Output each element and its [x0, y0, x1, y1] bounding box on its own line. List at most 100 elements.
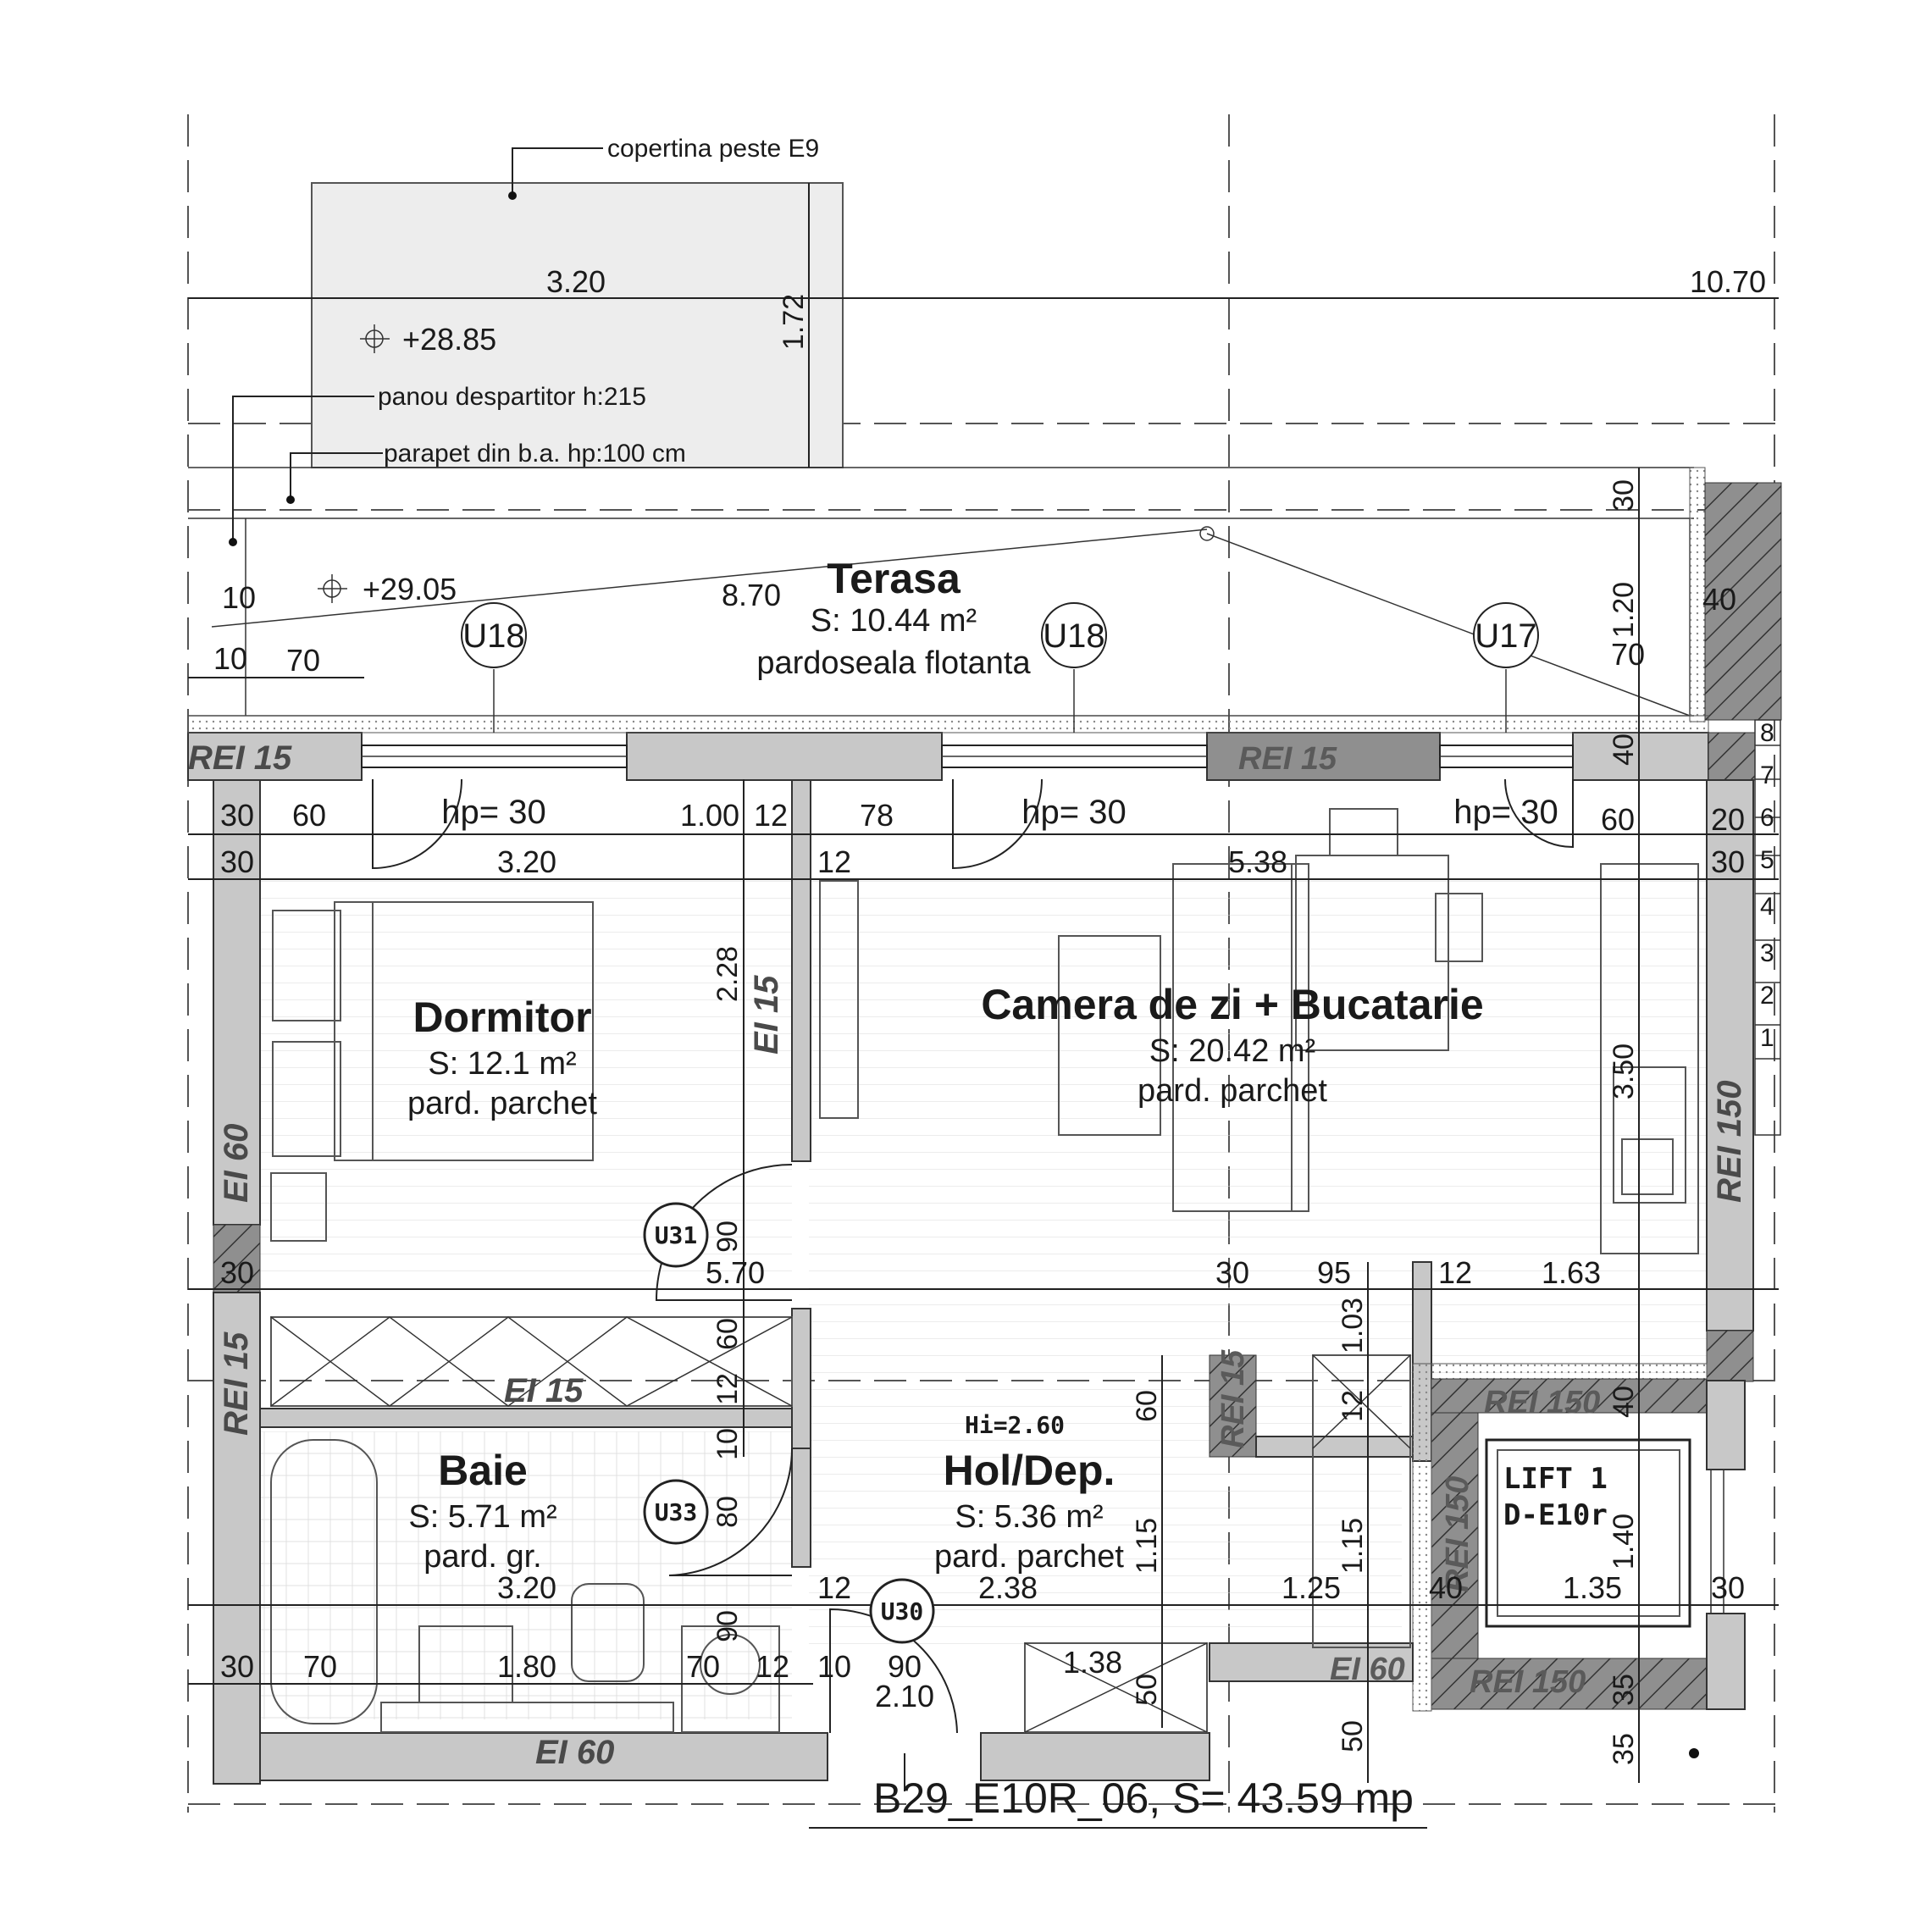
room-terasa-floor: pardoseala flotanta: [756, 645, 1031, 681]
dim-10-a: 10: [222, 580, 256, 615]
dim-140: 1.40: [1608, 1514, 1640, 1569]
dim-40-lift: 40: [1608, 1386, 1640, 1418]
window-tag-u18-b: U18: [1043, 617, 1104, 655]
dim-35-b: 35: [1608, 1733, 1640, 1765]
dim-135: 1.35: [1563, 1570, 1622, 1605]
dim-100: 1.00: [680, 798, 739, 833]
lift-car: [1485, 1438, 1724, 1628]
lift-label-2: D-E10r: [1503, 1498, 1608, 1532]
dim-30-f: 30: [1711, 1570, 1745, 1605]
sill-height-3: hp= 30: [1453, 794, 1558, 831]
walls: [187, 715, 1756, 1785]
window-tags: U18 U18 U17: [461, 602, 1539, 733]
door-tag-u30: U30: [881, 1597, 924, 1625]
room-terasa-area: S: 10.44 m²: [811, 603, 977, 639]
dim-10-c: 10: [711, 1428, 744, 1460]
dim-50-a: 50: [1131, 1674, 1163, 1706]
level-terrace: +29.05: [363, 572, 457, 606]
dim-12-g: 12: [756, 1649, 789, 1684]
room-hol-name: Hol/Dep.: [944, 1447, 1115, 1494]
doors: [372, 778, 1574, 1734]
note-parapet: parapet din b.a. hp:100 cm: [384, 440, 686, 468]
window-tag-u17: U17: [1475, 617, 1536, 655]
dim-238: 2.38: [978, 1570, 1038, 1605]
room-hol-floor: pard. parchet: [934, 1539, 1124, 1575]
dim-70-terr-l: 70: [286, 643, 320, 678]
dim-95: 95: [1317, 1255, 1351, 1290]
dim-538: 5.38: [1228, 844, 1287, 879]
door-tags: U31 U33 U30: [643, 1202, 935, 1644]
parapet-right-core: [1704, 482, 1782, 721]
dim-30-e: 30: [1215, 1255, 1249, 1290]
dim-320-bed: 3.20: [497, 844, 556, 879]
note-leaders: [229, 147, 1699, 1758]
note-panel: panou despartitor h:215: [378, 383, 646, 411]
fire-ei60-hall: EI 60: [1330, 1652, 1405, 1687]
fire-ei15-bath: EI 15: [504, 1372, 584, 1409]
room-hol-height: Hi=2.60: [965, 1411, 1065, 1439]
dim-90-a: 90: [711, 1221, 744, 1253]
dim-40-terr: 40: [1702, 582, 1736, 617]
dim-90-b: 90: [711, 1610, 744, 1642]
fire-ei15-partition: EI 15: [748, 975, 785, 1055]
furniture: [270, 808, 1699, 1733]
level-canopy: +28.85: [402, 322, 496, 357]
dim-35-a: 35: [1608, 1674, 1640, 1706]
room-baie-floor: pard. gr.: [423, 1539, 541, 1575]
dim-350: 3.50: [1608, 1044, 1640, 1099]
dim-50-b: 50: [1337, 1720, 1369, 1752]
sill-height-2: hp= 30: [1021, 794, 1126, 831]
dimension-texts: 3.20 10.70 1.72 30 1.20 40 8.70 10 10 70…: [213, 264, 1766, 1765]
dim-30-g: 30: [220, 1649, 254, 1684]
dimension-lines: [188, 183, 1779, 1829]
dim-115-a: 1.15: [1131, 1518, 1163, 1574]
dim-120: 1.20: [1608, 582, 1640, 638]
fire-rei150-east: REI 150: [1711, 1080, 1748, 1203]
door-tag-u31: U31: [655, 1221, 698, 1249]
stair-step-2: 2: [1760, 982, 1774, 1010]
dim-10-b: 10: [213, 641, 247, 676]
floor-living: [809, 881, 1707, 1389]
dim-12-b: 12: [817, 844, 851, 879]
room-baie-area: S: 5.71 m²: [408, 1499, 556, 1535]
dim-30-a: 30: [220, 798, 254, 833]
dim-60-b: 60: [1601, 802, 1635, 837]
dim-180: 1.80: [497, 1649, 556, 1684]
dim-1070: 10.70: [1690, 264, 1766, 299]
room-terasa-name: Terasa: [827, 555, 961, 602]
dim-40-b: 40: [1429, 1570, 1463, 1605]
stair-step-8: 8: [1760, 719, 1774, 747]
stair-step-4: 4: [1760, 893, 1774, 921]
dim-870: 8.70: [722, 578, 781, 612]
fire-rei150-lift-left: REI 150: [1440, 1476, 1475, 1592]
sill-height-1: hp= 30: [441, 794, 545, 831]
fire-rei15-hall: REI 15: [1215, 1349, 1251, 1448]
room-dormitor-area: S: 12.1 m²: [428, 1046, 576, 1082]
dim-138: 1.38: [1063, 1645, 1122, 1680]
dim-125: 1.25: [1282, 1570, 1341, 1605]
dim-80: 80: [711, 1496, 744, 1528]
fire-rei150-lift-top: REI 150: [1484, 1385, 1600, 1420]
room-baie-name: Baie: [438, 1447, 528, 1494]
door-tag-u33: U33: [655, 1498, 698, 1526]
dim-320-bath: 3.20: [497, 1570, 556, 1605]
dim-12-a: 12: [754, 798, 788, 833]
dim-30-c: 30: [1711, 844, 1745, 879]
dim-570: 5.70: [706, 1255, 765, 1290]
fire-rei150-lift-bottom: REI 150: [1470, 1664, 1586, 1700]
dim-70-b: 70: [686, 1649, 720, 1684]
fire-rei15-n: REI 15: [1238, 741, 1337, 777]
dim-10-d: 10: [817, 1649, 851, 1684]
dim-30-b: 30: [220, 844, 254, 879]
room-dormitor-name: Dormitor: [412, 994, 591, 1041]
room-camera-area: S: 20.42 m²: [1149, 1033, 1315, 1069]
stair-step-3: 3: [1760, 939, 1774, 967]
fire-ei60-west: EI 60: [218, 1124, 255, 1203]
dim-90-c: 90: [888, 1649, 922, 1684]
dim-12-d: 12: [711, 1373, 744, 1405]
stair-step-1: 1: [1760, 1024, 1774, 1052]
room-camera-name: Camera de zi + Bucatarie: [981, 981, 1483, 1028]
fire-ei60-south: EI 60: [535, 1734, 614, 1771]
dim-172: 1.72: [778, 294, 810, 350]
